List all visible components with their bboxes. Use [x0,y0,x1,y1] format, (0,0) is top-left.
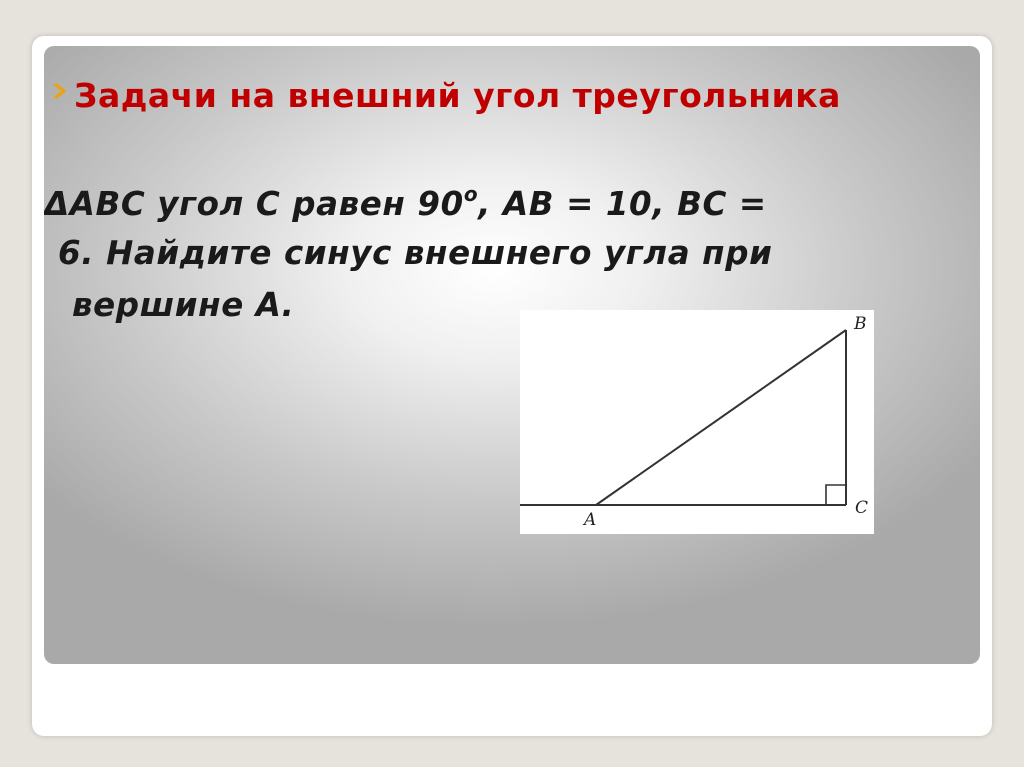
vertex-a-label: A [582,510,596,530]
slide-title: Задачи на внешний угол треугольника [74,76,841,115]
slide-content: Задачи на внешний угол треугольника ΔАВС… [44,46,980,664]
hypotenuse-ab [595,329,847,506]
problem-text-b: , АВ = 10, ВС = [478,185,767,223]
triangle-figure: B C A [520,310,874,534]
vertex-c-label: C [855,498,868,518]
right-angle-mark [825,484,846,505]
problem-line-1: ΔАВС угол С равен 90о, АВ = 10, ВС = [44,182,767,223]
problem-line-2: 6. Найдите синус внешнего угла при [58,234,773,272]
arrow-bullet-icon [54,83,66,99]
triangle-diagram: B C A [520,314,868,530]
degree-mark: о [463,182,479,206]
problem-line-3: вершине А. [72,286,295,324]
problem-text-a: ΔАВС угол С равен 90 [44,185,464,223]
vertex-b-label: B [853,314,867,334]
